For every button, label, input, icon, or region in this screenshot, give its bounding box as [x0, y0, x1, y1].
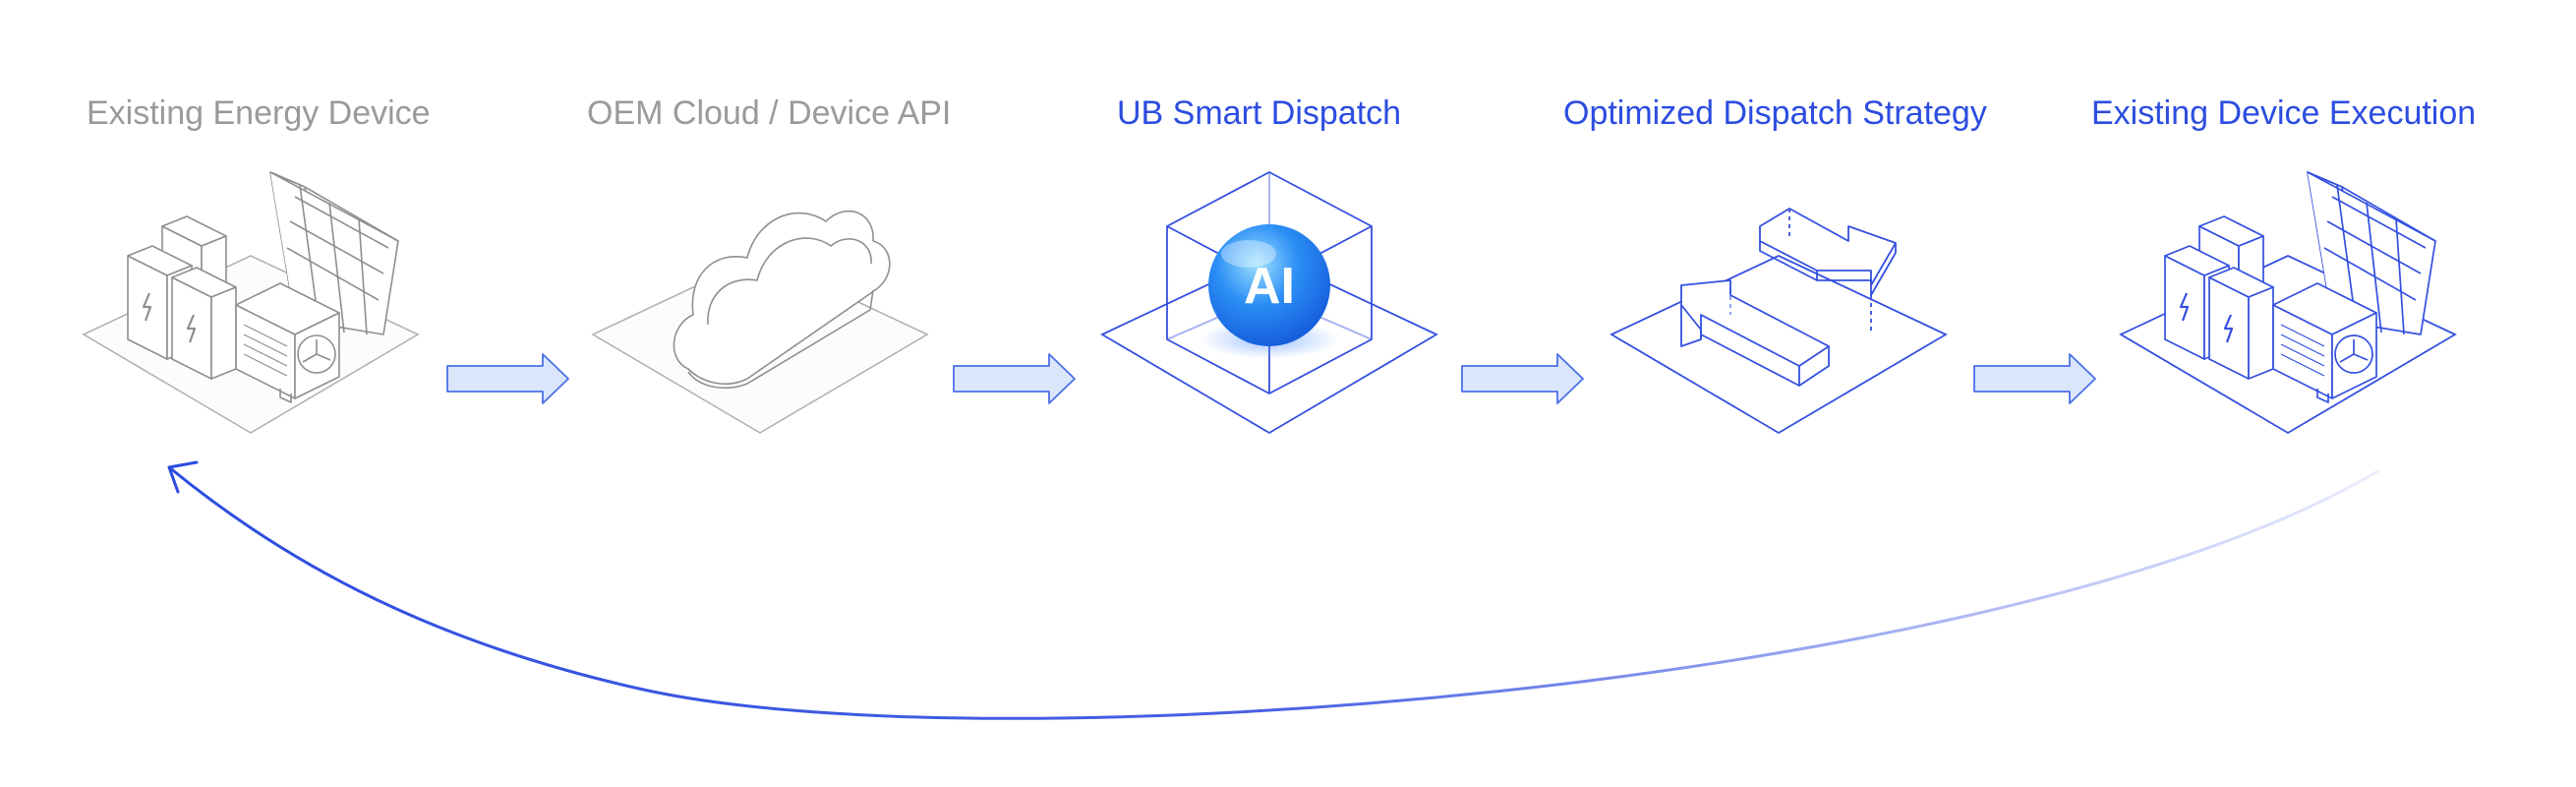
battery-solar-heatpump-icon-active — [2164, 171, 2436, 403]
step-title-existing-energy-device: Existing Energy Device — [87, 94, 431, 132]
cloud-icon — [673, 210, 891, 390]
step-title-existing-device-execution: Existing Device Execution — [2091, 94, 2477, 132]
step-title-ub-smart-dispatch: UB Smart Dispatch — [1117, 94, 1402, 132]
flow-arrow-4 — [1973, 353, 2096, 404]
ai-sphere-icon — [1208, 224, 1330, 346]
flow-arrow-1 — [446, 353, 569, 404]
step-title-optimized-dispatch-strategy: Optimized Dispatch Strategy — [1563, 94, 1987, 132]
flow-arrow-2 — [953, 353, 1076, 404]
ai-badge-text: AI — [1244, 258, 1295, 315]
ai-sphere-highlight — [1221, 240, 1276, 268]
flow-arrow-3 — [1461, 353, 1584, 404]
exchange-arrows-icon — [1680, 208, 1897, 387]
battery-solar-heatpump-icon — [127, 171, 399, 403]
step-title-oem-cloud: OEM Cloud / Device API — [587, 94, 952, 132]
feedback-loop-arrow — [167, 460, 2380, 720]
pedestal-4 — [1610, 255, 1948, 551]
